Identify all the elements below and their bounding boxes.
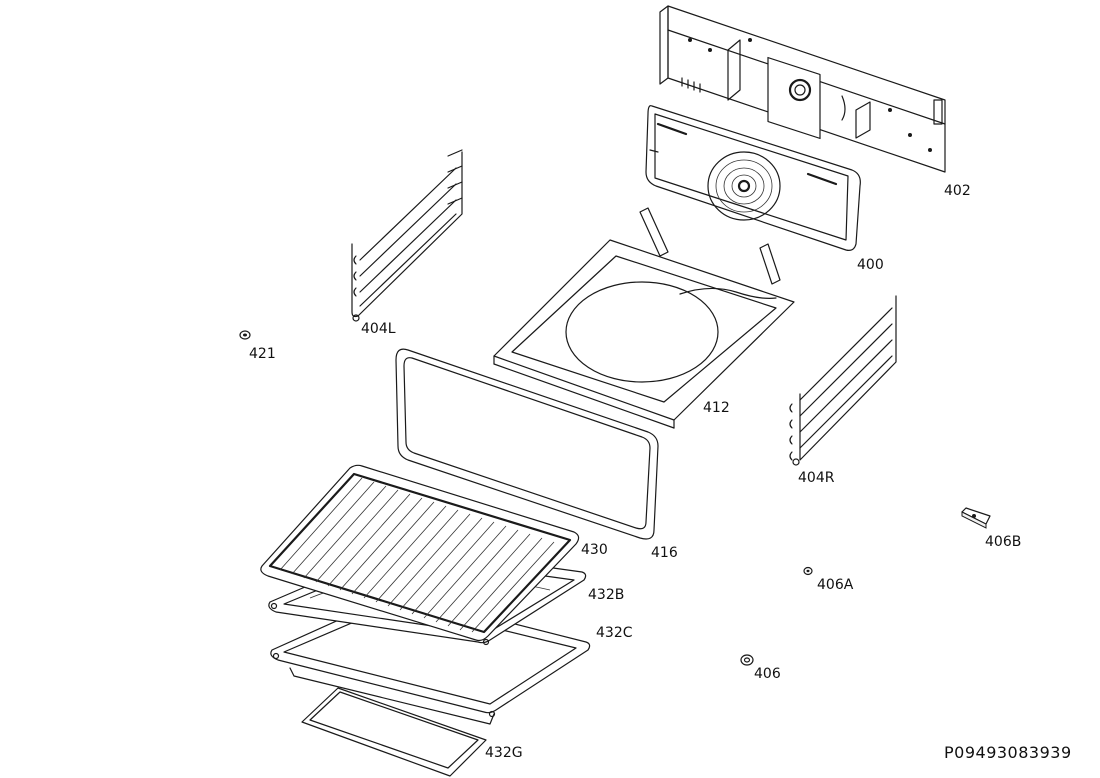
callout-412: 412 (703, 400, 730, 416)
callout-400: 400 (857, 257, 884, 273)
callout-421: 421 (249, 346, 276, 362)
callout-406: 406 (754, 666, 781, 682)
part-421-nut (239, 330, 251, 340)
part-430-wire-grid (260, 464, 580, 642)
part-400-fan-cover (645, 105, 861, 251)
part-412-heating-frame (493, 207, 795, 429)
callout-432B: 432B (588, 587, 624, 603)
part-402-back-panel (659, 5, 946, 173)
callout-406A: 406A (817, 577, 854, 593)
callout-404L: 404L (361, 321, 396, 337)
part-406-nut (740, 654, 754, 666)
part-416-door-seal (395, 348, 659, 540)
part-406A-nut (803, 566, 813, 576)
callout-406B: 406B (985, 534, 1021, 550)
callout-432C: 432C (596, 625, 633, 641)
part-404R-right-rail (789, 295, 897, 466)
part-404L-left-rail (351, 149, 463, 322)
document-number: P09493083939 (944, 743, 1072, 762)
callout-404R: 404R (798, 470, 835, 486)
callout-430: 430 (581, 542, 608, 558)
part-432G-tray (301, 687, 487, 777)
callout-402: 402 (944, 183, 971, 199)
callout-416: 416 (651, 545, 678, 561)
callout-432G: 432G (485, 745, 523, 761)
part-406B-bracket (961, 507, 991, 529)
